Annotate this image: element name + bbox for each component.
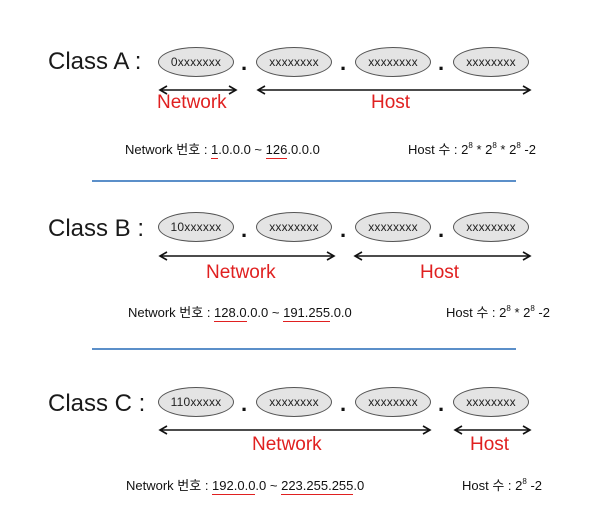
class-a-octet-4: xxxxxxxx: [453, 47, 529, 77]
class-a-network-label: Network: [157, 92, 227, 113]
class-c-network-range: Network 번호 : 192.0.0.0 ~ 223.255.255.0: [126, 478, 365, 495]
class-b-octet-1: 10xxxxxx: [158, 212, 234, 242]
octet-separator: .: [438, 391, 445, 416]
octet-separator: .: [241, 50, 248, 75]
class-c-host-label: Host: [470, 434, 510, 455]
class-b-network-label: Network: [206, 262, 276, 283]
class-a-host-count: Host 수 : 28 * 28 * 28 -2: [408, 140, 536, 157]
octet-separator: .: [438, 50, 445, 75]
octet-separator: .: [340, 217, 347, 242]
octet-separator: .: [340, 50, 347, 75]
section-divider: [92, 348, 516, 350]
octet-separator: .: [241, 217, 248, 242]
class-b-host-count: Host 수 : 28 * 28 -2: [446, 303, 550, 320]
class-a-octet-1: 0xxxxxxx: [158, 47, 234, 77]
class-b-network-range: Network 번호 : 128.0.0.0 ~ 191.255.0.0: [128, 305, 352, 322]
class-b-title: Class B :: [48, 215, 145, 242]
class-c-octet-2: xxxxxxxx: [256, 387, 332, 417]
class-b-octet-4: xxxxxxxx: [453, 212, 529, 242]
class-c-octet-1: 110xxxxx: [158, 387, 234, 417]
class-c-host-count: Host 수 : 28 -2: [462, 476, 542, 493]
class-c-network-label: Network: [252, 434, 322, 455]
octet-separator: .: [438, 217, 445, 242]
class-a-host-label: Host: [371, 92, 411, 113]
class-c-octet-3: xxxxxxxx: [355, 387, 431, 417]
class-c-octet-4: xxxxxxxx: [453, 387, 529, 417]
class-b-octet-2: xxxxxxxx: [256, 212, 332, 242]
class-a-network-range: Network 번호 : 1.0.0.0 ~ 126.0.0.0: [125, 142, 320, 159]
class-b-host-formula: 28 * 28 -2: [499, 303, 550, 320]
octet-separator: .: [241, 391, 248, 416]
class-a-octet-3: xxxxxxxx: [355, 47, 431, 77]
class-a-host-formula: 28 * 28 * 28 -2: [461, 140, 536, 157]
class-b-host-label: Host: [420, 262, 460, 283]
section-divider: [92, 180, 516, 182]
class-c-title: Class C :: [48, 390, 146, 417]
class-b-octet-3: xxxxxxxx: [355, 212, 431, 242]
class-c-host-formula: 28 -2: [515, 476, 542, 493]
octet-separator: .: [340, 391, 347, 416]
class-a-octet-2: xxxxxxxx: [256, 47, 332, 77]
class-a-title: Class A :: [48, 48, 142, 75]
